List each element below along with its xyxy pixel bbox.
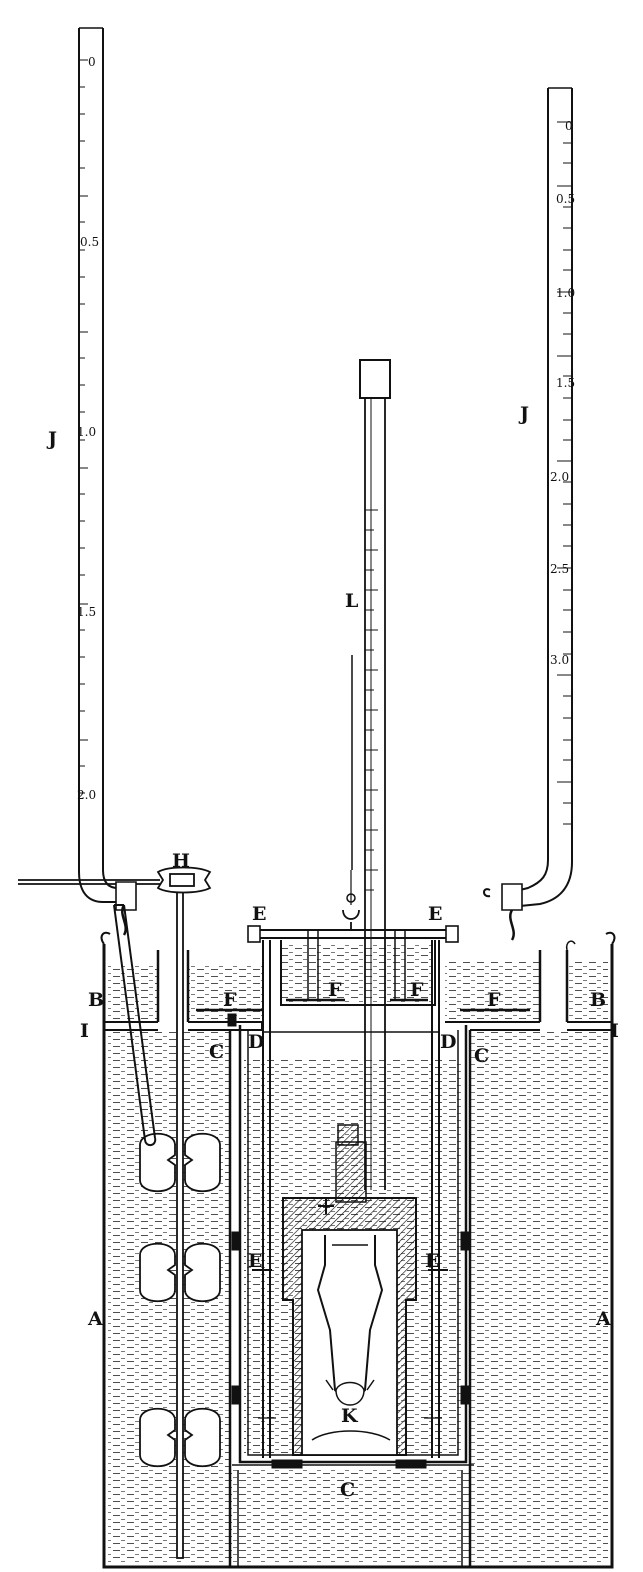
outer-vessel: [100, 931, 616, 1569]
label-a-right: A: [595, 1308, 611, 1330]
stirrer: [139, 887, 221, 1559]
label-e-lower-right: E: [425, 1250, 439, 1272]
label-e-right: E: [428, 903, 442, 925]
left-tick-label: 2.0: [77, 788, 96, 802]
right-burette-scale: 0 0.5 1.0 1.5 2.0 2.5 3.0: [550, 119, 575, 667]
part-labels: J J L H E E B B F F F F I I C C C D D E …: [46, 403, 619, 1501]
label-l: L: [345, 590, 358, 612]
label-b-left: B: [88, 989, 104, 1011]
label-f-1: F: [223, 989, 237, 1011]
right-tick-label: 2.5: [550, 562, 569, 576]
label-f-4: F: [487, 989, 501, 1011]
left-tick-label: 1.5: [77, 605, 96, 619]
right-tick-label: 1.5: [556, 376, 575, 390]
label-k: K: [341, 1405, 359, 1427]
frame-e: [196, 655, 530, 1458]
right-tick-label: 0: [565, 119, 573, 133]
right-tick-label: 1.0: [556, 286, 575, 300]
left-tick-label: 1.0: [77, 425, 96, 439]
calorimeter-k: [282, 1124, 417, 1456]
label-j-left: J: [46, 428, 57, 450]
right-burette: [483, 87, 573, 941]
thermometer-l: [359, 359, 391, 1190]
label-e-left: E: [252, 903, 266, 925]
label-d-left: D: [248, 1031, 264, 1053]
label-i-left: I: [80, 1020, 89, 1042]
left-burette-scale: 0 0.5 1.0 1.5 2.0: [77, 55, 99, 802]
left-tick-label: 0.5: [80, 235, 99, 249]
label-b-right: B: [590, 989, 606, 1011]
label-h: H: [172, 850, 190, 872]
label-f-3: F: [410, 979, 424, 1001]
left-burette: [78, 27, 157, 1146]
left-tick-label: 0: [88, 55, 96, 69]
right-tick-label: 0.5: [556, 192, 575, 206]
pulley-h: [18, 866, 212, 894]
label-c-right: C: [474, 1045, 489, 1067]
label-c-bottom: C: [340, 1479, 355, 1501]
label-e-lower-left: E: [248, 1250, 262, 1272]
label-j-right: J: [518, 403, 529, 425]
right-tick-label: 2.0: [550, 470, 569, 484]
label-f-2: F: [328, 979, 342, 1001]
label-d-right: D: [440, 1031, 456, 1053]
right-tick-label: 3.0: [550, 653, 569, 667]
label-c-left: C: [209, 1041, 224, 1063]
label-a-left: A: [87, 1308, 103, 1330]
label-i-right: I: [610, 1020, 619, 1042]
